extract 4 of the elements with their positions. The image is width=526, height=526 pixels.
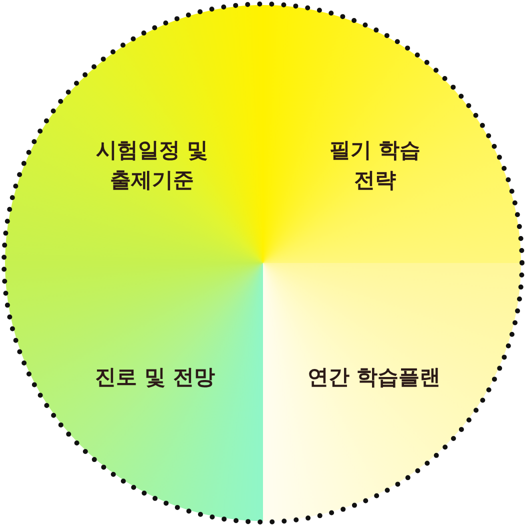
slice-label: 시험일정 및 출제기준	[94, 137, 210, 194]
slice-label: 연간 학습플랜	[306, 364, 442, 391]
slice-label: 필기 학습전략	[328, 137, 422, 194]
slice-label: 진로 및 전망	[94, 364, 216, 391]
